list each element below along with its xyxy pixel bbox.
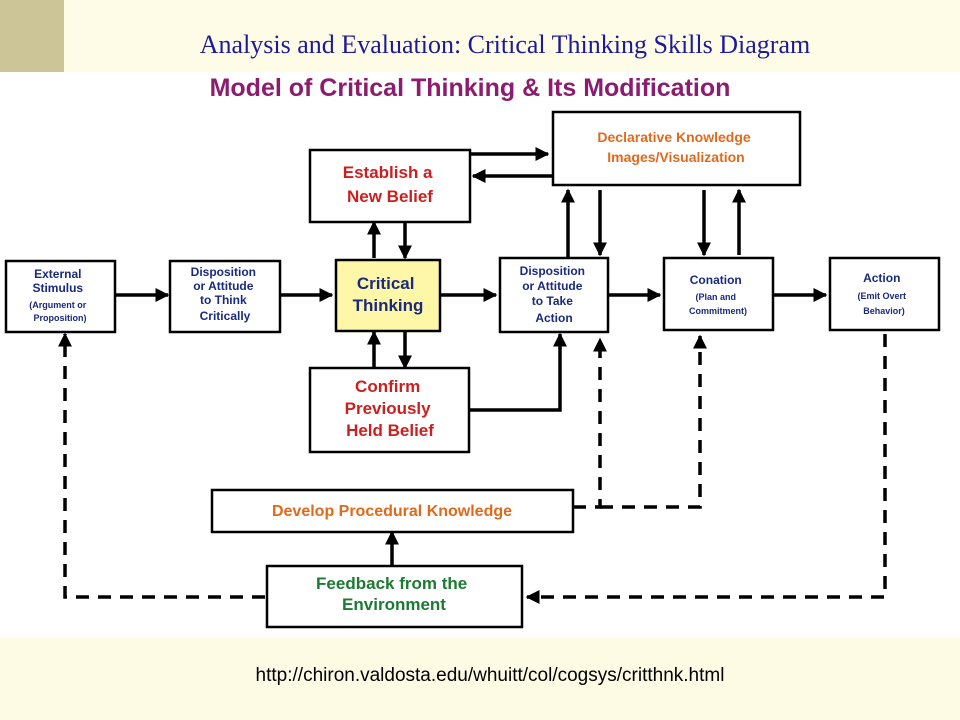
label-critical-thinking: Critical Thinking [353, 274, 424, 315]
dashed-connectors [58, 332, 887, 604]
box-confirm-belief [308, 366, 471, 454]
box-disposition-think [168, 259, 282, 334]
label-declarative-knowledge: Declarative Knowledge Images/Visualizati… [597, 129, 754, 165]
box-conation [662, 256, 775, 332]
dashed-procedural-to-conation [600, 334, 707, 509]
label-establish-belief: Establish a New Belief [343, 163, 438, 206]
solid-connectors [115, 147, 828, 566]
box-establish-belief [308, 148, 472, 224]
label-disposition-action: Disposition or Attitude to Take Action [520, 264, 589, 325]
box-disposition-action [498, 256, 610, 334]
diagram-canvas: Model of Critical Thinking & Its Modific… [4, 74, 941, 629]
node-boxes [4, 110, 941, 629]
label-action: Action (Emit Overt Behavior) [858, 269, 911, 316]
box-external-stimulus [4, 259, 117, 334]
label-feedback: Feedback from the Environment [316, 574, 472, 614]
box-critical-thinking [334, 258, 442, 333]
box-procedural-knowledge [210, 488, 575, 534]
label-disposition-think: Disposition or Attitude to Think Critica… [191, 265, 260, 323]
accent-square [0, 0, 64, 72]
dashed-feedback-to-external [58, 332, 265, 599]
diagram-figure: Model of Critical Thinking & Its Modific… [0, 72, 960, 638]
box-action [828, 256, 941, 332]
slide-title: Analysis and Evaluation: Critical Thinki… [199, 30, 811, 59]
label-procedural-knowledge: Develop Procedural Knowledge [272, 503, 512, 520]
box-feedback [265, 564, 524, 629]
label-confirm-belief: Confirm Previously Held Belief [345, 377, 436, 440]
slide-header [0, 0, 960, 72]
dashed-procedural-to-disposition-action [573, 337, 607, 509]
arrow-confirm-to-disposition-action [469, 332, 567, 412]
dashed-action-to-feedback [525, 334, 887, 604]
source-url: http://chiron.valdosta.edu/whuitt/col/co… [255, 665, 725, 686]
label-external-stimulus: External Stimulus (Argument or Propositi… [29, 265, 90, 323]
label-conation: Conation (Plan and Commitment) [689, 271, 747, 316]
diagram-title: Model of Critical Thinking & Its Modific… [210, 74, 731, 102]
box-declarative-knowledge [551, 110, 802, 187]
